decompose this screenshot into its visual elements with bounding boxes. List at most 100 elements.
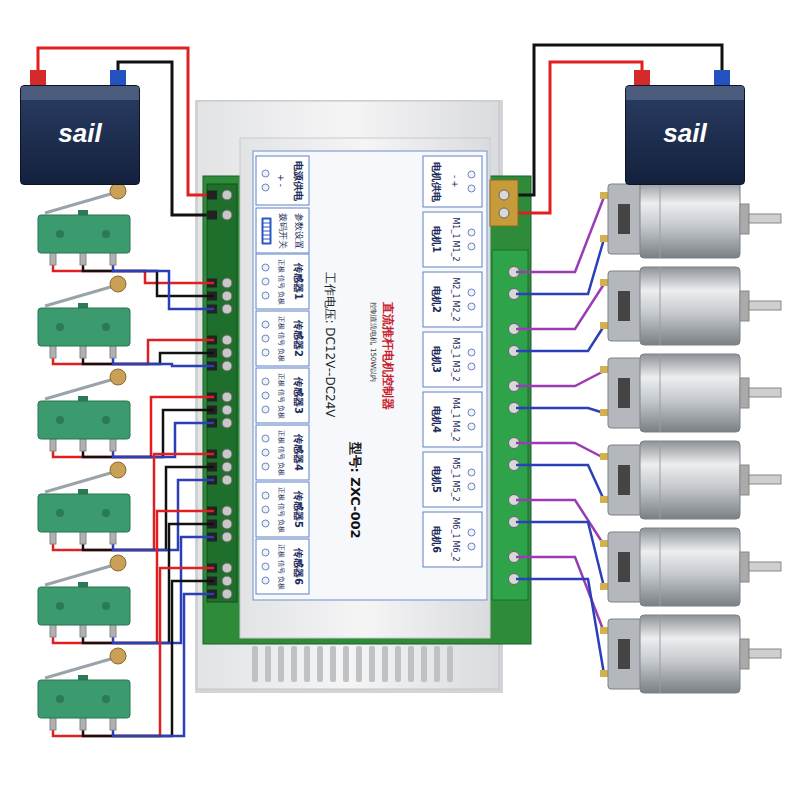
terminal-sign: 正极 xyxy=(276,258,284,272)
terminal-sign: 信号 xyxy=(276,274,284,288)
battery: sail xyxy=(625,85,745,185)
terminal-screw xyxy=(222,475,232,485)
switch-hole xyxy=(102,695,110,703)
sensor-terminal-box: 传感器6正极信号负极 xyxy=(255,538,309,594)
terminal-sign: 正极 xyxy=(276,315,284,329)
terminal-screw xyxy=(222,190,232,200)
screw-terminal xyxy=(467,542,475,550)
switch-hole xyxy=(56,695,64,703)
motor-band xyxy=(660,354,661,432)
terminal-screw xyxy=(499,208,509,218)
vent-slot xyxy=(304,646,310,682)
terminal-sign: 正极 xyxy=(276,543,284,557)
terminal-sign: M4_1 xyxy=(449,397,459,418)
screw-terminal xyxy=(467,528,475,536)
screw-terminal xyxy=(261,320,269,328)
terminal-sign: M1_2 xyxy=(449,240,459,261)
terminal-screw xyxy=(222,506,232,516)
terminal-sign: M4_2 xyxy=(449,420,459,441)
controller-enclosure xyxy=(197,101,499,689)
screw-terminal xyxy=(261,263,269,271)
sensor-terminal-box: 传感器5正极信号负极 xyxy=(255,481,309,537)
terminal-screw xyxy=(222,405,232,415)
micro-switch xyxy=(38,494,130,532)
motor-body xyxy=(640,441,740,519)
screw-terminal xyxy=(261,291,269,299)
screw-row xyxy=(261,320,269,356)
terminal-sign: M3_1 xyxy=(449,337,459,358)
screw-terminal xyxy=(467,228,475,236)
switch-roller xyxy=(110,555,126,571)
terminal-sign: M5_1 xyxy=(449,457,459,478)
screw-terminal xyxy=(261,405,269,413)
motor-boss xyxy=(740,291,749,321)
screw-terminal xyxy=(261,169,269,177)
terminal-sign: M5_2 xyxy=(449,480,459,501)
terminal-sign: M3_2 xyxy=(449,360,459,381)
terminal-sign: M2_1 xyxy=(449,277,459,298)
vent-slot xyxy=(252,646,258,682)
switch-roller xyxy=(110,276,126,292)
motor-wire xyxy=(516,239,604,294)
terminal-sign-row: +- xyxy=(275,174,286,187)
terminal-screw xyxy=(222,532,232,542)
motor-end-cap xyxy=(608,184,642,254)
terminal-screw xyxy=(222,210,232,220)
motor-wire xyxy=(516,197,604,272)
terminal-sign-row: M1_1M1_2 xyxy=(449,217,459,261)
brand-text: sail xyxy=(21,118,139,149)
screw-terminal xyxy=(467,468,475,476)
motor-terminal-box: 电机6M6_1M6_2 xyxy=(422,511,482,567)
dip-switch xyxy=(261,217,271,244)
motor-vent xyxy=(618,378,630,408)
terminal-screw xyxy=(222,576,232,586)
power-terminal-box: 电源供电+- xyxy=(255,155,309,205)
switch-roller xyxy=(110,183,126,199)
terminal-screw xyxy=(222,519,232,529)
dip-lever xyxy=(263,219,269,222)
micro-switch xyxy=(38,308,130,346)
enclosure-cover xyxy=(240,138,490,638)
terminal-heading: 传感器1 xyxy=(291,263,303,300)
screw-terminal xyxy=(261,183,269,191)
motor-boss xyxy=(740,639,749,669)
terminal-sign-row: 正极信号负极 xyxy=(276,315,284,361)
terminal-screw xyxy=(222,304,232,314)
dip-switch-text: 参数设置 xyxy=(292,212,303,248)
motor-shaft xyxy=(749,475,781,484)
terminal-sign-row: M2_1M2_2 xyxy=(449,277,459,321)
motor-band xyxy=(660,180,661,258)
battery-terminal-positive xyxy=(30,70,46,85)
motor-band xyxy=(660,267,661,345)
power-input-terminal xyxy=(490,180,518,226)
motor-wire xyxy=(516,326,604,351)
motor-vent xyxy=(618,291,630,321)
motor-shaft xyxy=(749,649,781,658)
motor-boss xyxy=(740,552,749,582)
enclosure-shadow xyxy=(195,100,503,693)
motor-boss xyxy=(740,378,749,408)
battery-terminal-positive xyxy=(634,70,650,85)
motor-terminal-box: 电机5M5_1M5_2 xyxy=(422,451,482,507)
motor-band xyxy=(660,615,661,693)
switch-hole xyxy=(102,230,110,238)
screw-terminal xyxy=(467,422,475,430)
screw-terminal xyxy=(261,548,269,556)
motor-terminal-box: 电机3M3_1M3_2 xyxy=(422,331,482,387)
terminal-heading: 电机2 xyxy=(429,286,441,313)
terminal-sign: + xyxy=(449,180,460,188)
product-name: 直流推杆电机控制器 xyxy=(380,301,394,409)
sensor-wire xyxy=(83,353,214,364)
screw-terminal xyxy=(261,334,269,342)
wire-entry xyxy=(207,191,217,200)
terminal-screw xyxy=(222,563,232,573)
motor-wire xyxy=(516,371,604,386)
screw-terminal xyxy=(467,348,475,356)
motor-boss xyxy=(740,465,749,495)
vent-slot xyxy=(395,646,401,682)
motor-end-cap xyxy=(608,619,642,689)
battery-top-band xyxy=(21,86,139,100)
terminal-sign-row: 正极信号负极 xyxy=(276,372,284,418)
vent-slot xyxy=(408,646,414,682)
sensor-terminal-box: 传感器2正极信号负极 xyxy=(255,310,309,366)
